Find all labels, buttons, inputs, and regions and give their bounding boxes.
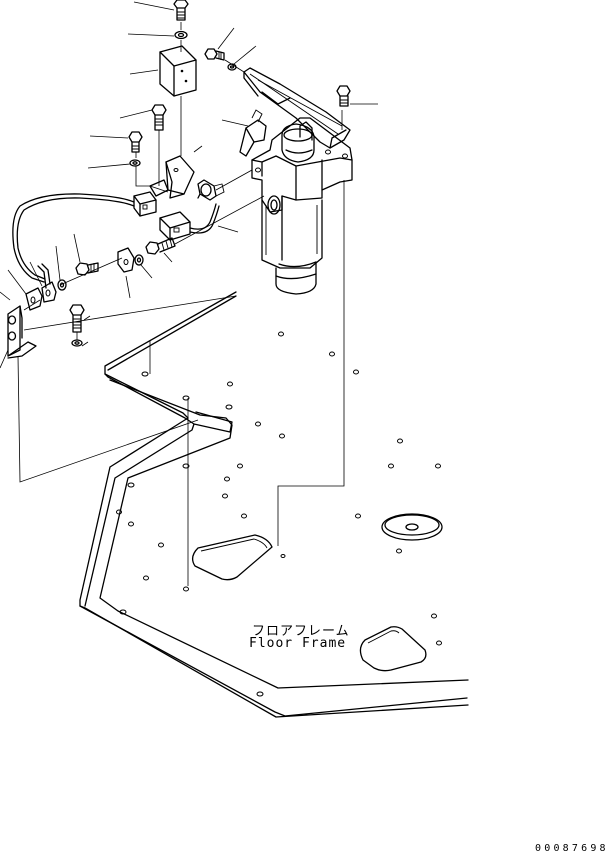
bolt-upper-middle: [204, 27, 235, 61]
harness-clip: [117, 247, 135, 299]
left-terminals: [7, 261, 57, 311]
connector-b: [159, 203, 239, 241]
pedal-valve-body: [251, 117, 353, 295]
floor-boss: [381, 513, 443, 541]
assembly-lines: [17, 22, 345, 586]
bracket-bolt-2: [89, 131, 143, 153]
bolt-right: [336, 85, 378, 107]
relay-bolt-top: [133, 0, 189, 21]
drawing-number: 00087698: [535, 843, 609, 854]
harness-bolt: [145, 237, 176, 263]
pedal: [243, 67, 351, 149]
floor-cutout-2: [359, 626, 427, 672]
pressure-switch: [197, 179, 225, 201]
left-washer-a: [55, 245, 67, 291]
bracket-bolt: [119, 104, 167, 131]
floor-cutout-1: [191, 534, 273, 581]
floor-frame-label-en: Floor Frame: [249, 636, 347, 651]
left-bracket-bolt: [69, 304, 91, 333]
left-bolt-a: [73, 233, 99, 276]
floor-frame-label-ja: フロアフレーム: [252, 624, 350, 639]
harness-washer: [134, 254, 153, 279]
washer-upper-middle: [227, 45, 257, 71]
bracket-washer: [87, 159, 141, 169]
floor-frame-plate: [79, 291, 469, 718]
relay-washer-top: [127, 30, 188, 40]
floor-holes: [116, 331, 442, 697]
pedal-switch: [221, 109, 267, 157]
relay: [129, 45, 197, 97]
connector-a: [133, 191, 157, 217]
left-bracket-washer: [71, 339, 89, 347]
wire-harness: [12, 193, 135, 289]
relay-bracket: [149, 145, 203, 199]
left-bracket: [0, 291, 37, 369]
